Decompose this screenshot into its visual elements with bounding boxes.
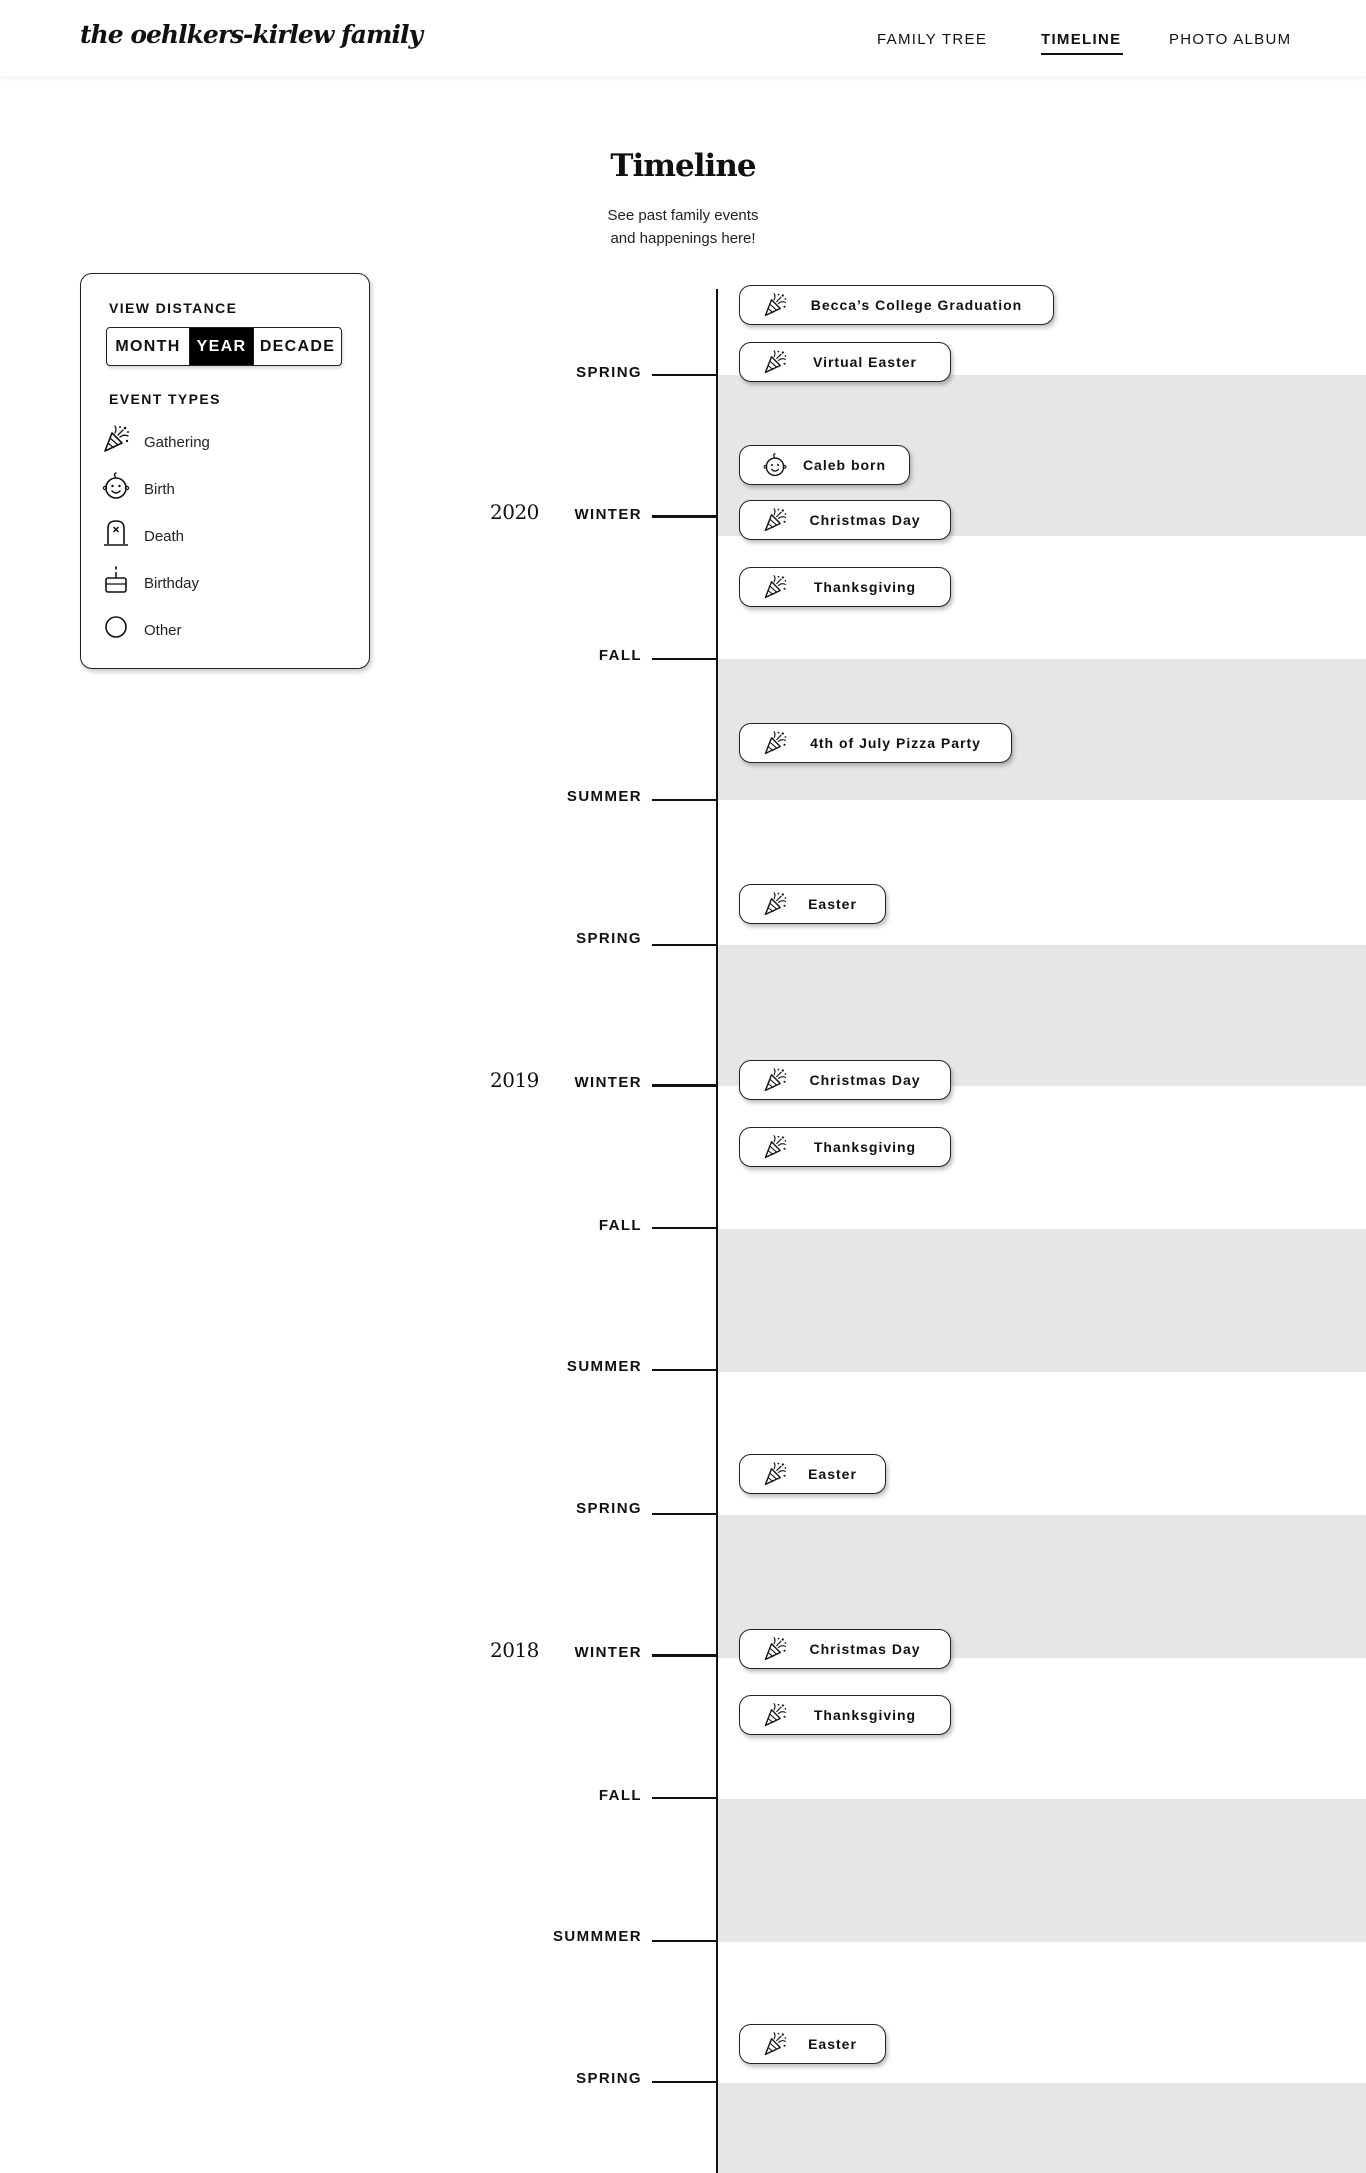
timeline-axis xyxy=(716,289,718,2173)
year-label: 2018 xyxy=(490,1638,539,1662)
season-label: SPRING xyxy=(576,930,642,947)
view-year-button[interactable]: YEAR xyxy=(190,328,253,365)
season-tick xyxy=(652,1369,717,1371)
nav-family-tree[interactable]: FAMILY TREE xyxy=(877,31,988,48)
party-popper-icon xyxy=(762,1067,788,1093)
page-subtitle: See past family events and happenings he… xyxy=(560,204,806,250)
event-pill[interactable]: Easter xyxy=(739,1454,886,1494)
legend-birthday-label[interactable]: Birthday xyxy=(144,575,200,592)
season-tick xyxy=(652,658,717,660)
circle-icon[interactable] xyxy=(101,612,131,642)
event-pill[interactable]: Easter xyxy=(739,884,886,924)
party-popper-icon xyxy=(762,574,788,600)
season-band xyxy=(718,1229,1366,1372)
year-tick xyxy=(652,1084,717,1087)
season-label: FALL xyxy=(598,1217,642,1234)
season-tick xyxy=(652,374,717,376)
event-label: Becca’s College Graduation xyxy=(810,297,1023,313)
view-month-button[interactable]: MONTH xyxy=(107,328,190,365)
legend-gathering-label[interactable]: Gathering xyxy=(144,434,210,451)
legend-birth-label[interactable]: Birth xyxy=(144,481,175,498)
party-popper-icon xyxy=(762,891,788,917)
view-distance-toggle: MONTH YEAR DECADE xyxy=(106,327,342,366)
event-label: Caleb born xyxy=(802,457,887,473)
legend-other-label[interactable]: Other xyxy=(144,622,182,639)
year-tick xyxy=(652,1654,717,1657)
season-tick xyxy=(652,1797,717,1799)
nav-photo-album[interactable]: PHOTO ALBUM xyxy=(1169,31,1292,48)
party-popper-icon xyxy=(762,1702,788,1728)
event-pill[interactable]: Christmas Day xyxy=(739,500,951,540)
nav-active-underline xyxy=(1041,53,1123,55)
season-label: SUMMER xyxy=(566,788,642,805)
party-popper-icon xyxy=(762,292,788,318)
season-tick xyxy=(652,944,717,946)
season-band xyxy=(718,2083,1366,2173)
season-label: SUMMMER xyxy=(553,1928,642,1945)
baby-face-icon[interactable] xyxy=(101,471,131,501)
season-tick xyxy=(652,799,717,801)
season-label: WINTER xyxy=(574,506,642,523)
season-tick xyxy=(652,1513,717,1515)
event-pill[interactable]: Caleb born xyxy=(739,445,910,485)
event-pill[interactable]: Christmas Day xyxy=(739,1060,951,1100)
event-pill[interactable]: Easter xyxy=(739,2024,886,2064)
event-label: Easter xyxy=(808,2036,857,2052)
site-header: the oehlkers-kirlew family FAMILY TREE T… xyxy=(0,0,1366,76)
year-label: 2019 xyxy=(490,1068,539,1092)
brand-logo[interactable]: the oehlkers-kirlew family xyxy=(80,20,423,49)
party-popper-icon xyxy=(762,730,788,756)
season-label: WINTER xyxy=(574,1074,642,1091)
event-label: Easter xyxy=(808,896,857,912)
season-label: FALL xyxy=(598,647,642,664)
party-popper-icon xyxy=(762,1636,788,1662)
year-label: 2020 xyxy=(490,500,539,524)
party-popper-icon xyxy=(762,2031,788,2057)
event-label: Christmas Day xyxy=(809,1072,921,1088)
event-pill[interactable]: Thanksgiving xyxy=(739,1695,951,1735)
nav-timeline[interactable]: TIMELINE xyxy=(1041,31,1122,48)
party-popper-icon xyxy=(762,507,788,533)
event-label: 4th of July Pizza Party xyxy=(810,735,981,751)
event-label: Christmas Day xyxy=(809,1641,921,1657)
event-types-heading: EVENT TYPES xyxy=(109,391,221,407)
event-label: Virtual Easter xyxy=(812,354,917,370)
season-label: FALL xyxy=(598,1787,642,1804)
season-label: SPRING xyxy=(576,1500,642,1517)
event-pill[interactable]: Virtual Easter xyxy=(739,342,951,382)
party-popper-icon xyxy=(762,1461,788,1487)
party-popper-icon xyxy=(762,349,788,375)
event-label: Christmas Day xyxy=(809,512,921,528)
party-popper-icon[interactable] xyxy=(101,424,131,454)
season-label: SPRING xyxy=(576,364,642,381)
legend-death-label[interactable]: Death xyxy=(144,528,185,545)
page-subtitle-line2: and happenings here! xyxy=(610,230,756,247)
season-tick xyxy=(652,1940,717,1942)
year-tick xyxy=(652,515,717,518)
event-pill[interactable]: 4th of July Pizza Party xyxy=(739,723,1012,763)
event-label: Easter xyxy=(808,1466,857,1482)
event-pill[interactable]: Thanksgiving xyxy=(739,567,951,607)
event-label: Thanksgiving xyxy=(813,1707,917,1723)
party-popper-icon xyxy=(762,1134,788,1160)
tombstone-icon[interactable] xyxy=(101,518,131,548)
season-label: WINTER xyxy=(574,1644,642,1661)
view-distance-heading: VIEW DISTANCE xyxy=(109,300,238,316)
event-label: Thanksgiving xyxy=(813,1139,917,1155)
page-title: Timeline xyxy=(610,148,756,184)
season-label: SUMMER xyxy=(566,1358,642,1375)
view-decade-button[interactable]: DECADE xyxy=(253,328,341,365)
event-pill[interactable]: Christmas Day xyxy=(739,1629,951,1669)
baby-face-icon xyxy=(762,452,788,478)
birthday-cake-icon[interactable] xyxy=(101,565,131,595)
season-label: SPRING xyxy=(576,2070,642,2087)
season-band xyxy=(718,1799,1366,1942)
event-label: Thanksgiving xyxy=(813,579,917,595)
season-tick xyxy=(652,1227,717,1229)
page-subtitle-line1: See past family events xyxy=(607,207,759,224)
season-tick xyxy=(652,2081,717,2083)
event-pill[interactable]: Becca’s College Graduation xyxy=(739,285,1054,325)
event-pill[interactable]: Thanksgiving xyxy=(739,1127,951,1167)
